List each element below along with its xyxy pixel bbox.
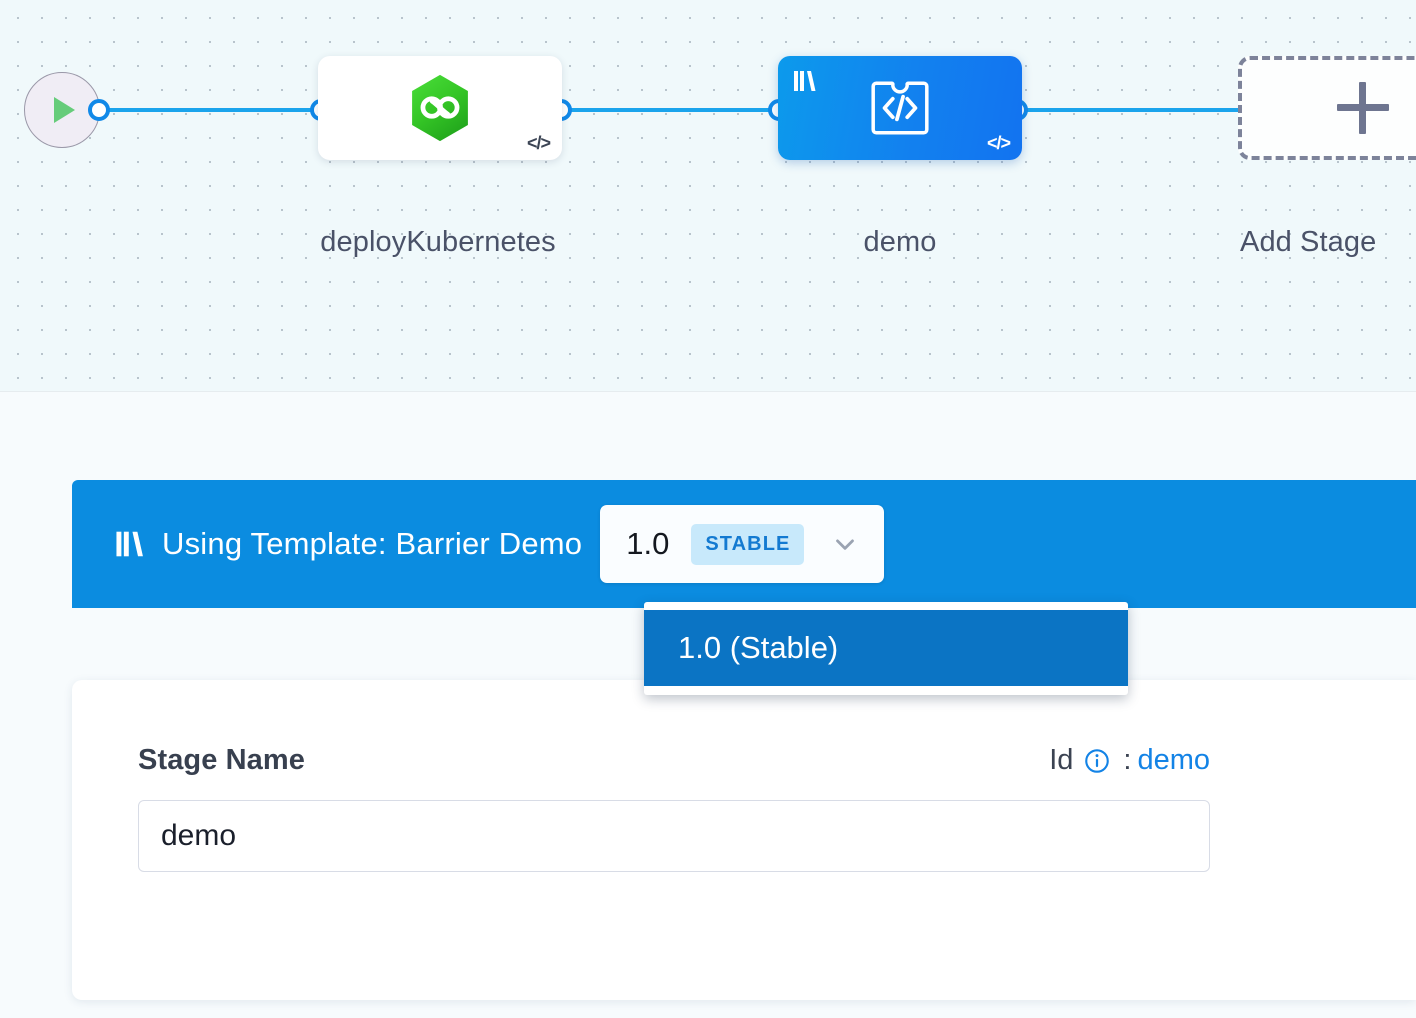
- using-template-bar: Using Template: Barrier Demo 1.0 STABLE: [72, 480, 1416, 608]
- stage-name-field-header: Stage Name Id : demo: [138, 744, 1210, 777]
- play-icon: [54, 97, 75, 123]
- using-template-text: Using Template: Barrier Demo: [162, 526, 583, 561]
- template-version-dropdown-menu[interactable]: 1.0 (Stable): [644, 602, 1128, 695]
- custom-stage-puzzle-code-icon: [871, 81, 929, 135]
- pipeline-start-node[interactable]: [24, 72, 100, 148]
- id-separator: :: [1123, 744, 1132, 776]
- connector-line-k8s-to-demo: [548, 108, 788, 112]
- template-version-value: 1.0: [626, 526, 670, 561]
- code-icon: </>: [986, 133, 1011, 153]
- stage-config-card: Stage Name Id : demo: [72, 680, 1416, 1000]
- kubernetes-hexagon-logo: [412, 74, 468, 142]
- add-stage-label: Add Stage: [1240, 226, 1377, 258]
- pipeline-canvas[interactable]: </> </> deployKubernetes: [0, 0, 1416, 392]
- id-label: Id: [1049, 744, 1074, 776]
- add-stage-node[interactable]: [1238, 56, 1416, 160]
- chevron-down-icon[interactable]: [830, 529, 860, 559]
- stage-label-demo: demo: [863, 226, 937, 258]
- plus-icon: [1337, 82, 1389, 134]
- connector-line-start-to-k8s: [96, 108, 328, 112]
- info-circle-icon[interactable]: [1083, 747, 1111, 775]
- template-library-icon: [114, 528, 146, 560]
- template-library-icon: [792, 68, 818, 99]
- dropdown-option-version[interactable]: 1.0 (Stable): [644, 610, 1128, 686]
- stage-node-demo[interactable]: </>: [778, 56, 1022, 160]
- connector-line-demo-to-add: [1006, 108, 1254, 112]
- code-icon: </>: [526, 133, 551, 153]
- status-badge: STABLE: [691, 523, 805, 565]
- stage-id-value: demo: [1137, 744, 1210, 776]
- stage-name-label: Stage Name: [138, 744, 306, 776]
- stage-label-deploy-kubernetes: deployKubernetes: [320, 226, 556, 258]
- connector-port-start-out[interactable]: [88, 99, 110, 121]
- stage-config-panel: Using Template: Barrier Demo 1.0 STABLE …: [0, 392, 1416, 1018]
- stage-node-deploy-kubernetes[interactable]: </>: [318, 56, 562, 160]
- stage-id-display: Id : demo: [1049, 744, 1210, 777]
- stage-name-input[interactable]: [138, 800, 1210, 872]
- template-version-selector[interactable]: 1.0 STABLE: [600, 505, 885, 583]
